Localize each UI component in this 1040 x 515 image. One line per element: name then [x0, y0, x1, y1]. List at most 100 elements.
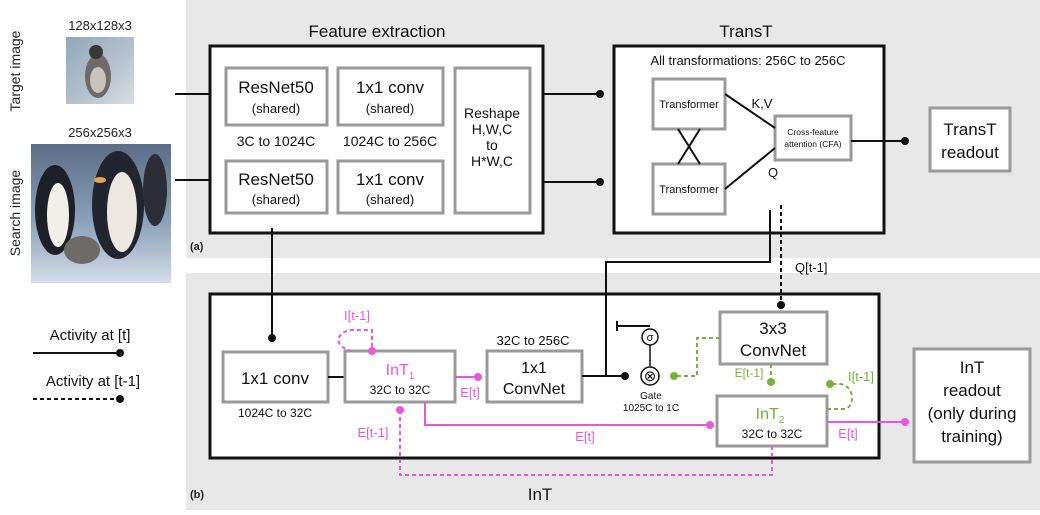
kv-line — [724, 93, 776, 129]
conv33-label-1: 3x3 — [759, 319, 786, 338]
conv33-to-gate-dashed — [674, 337, 720, 377]
int2-to-conv33-dot — [767, 378, 775, 386]
int1-to-convnet-dot — [474, 373, 482, 381]
convnet-caption: 32C to 256C — [497, 333, 570, 348]
transt-title: TransT — [719, 22, 772, 41]
int1-to-int2-line — [424, 402, 710, 426]
cfa-label-2: attention (CFA) — [784, 139, 841, 149]
cfa-label-1: Cross-feature — [787, 127, 839, 137]
reshape-line-3: to — [486, 137, 498, 153]
q-line — [724, 147, 776, 190]
transt-to-gate-line — [605, 210, 771, 375]
int-e-t-mid: E[t] — [575, 429, 595, 444]
conv1-box — [221, 350, 330, 404]
int1-recurrent-dot — [368, 347, 376, 355]
int1-caption: 32C to 32C — [370, 383, 431, 397]
features-to-transt-bottom-dot — [596, 178, 604, 186]
reshape-line-4: H*W,C — [471, 153, 513, 169]
int-readout-line-1: InT — [960, 358, 985, 377]
int2-e-prev: E[t-1] — [735, 366, 764, 380]
reshape-box — [453, 66, 532, 215]
panel-b-label: (b) — [190, 489, 204, 501]
int2-e-t: E[t] — [838, 426, 858, 441]
int1-to-int2-dot — [706, 421, 714, 429]
q-prev-dot — [777, 301, 785, 309]
transformer-top-label: Transformer — [659, 99, 719, 111]
cfa-box — [773, 114, 853, 162]
conv1-label: 1x1 conv — [241, 369, 310, 388]
conv-bottom-label: 1x1 conv — [356, 170, 425, 189]
target-image-label: Target image — [7, 30, 23, 111]
cross-line-2 — [677, 128, 701, 165]
int2-label: InT2 — [756, 406, 785, 426]
convnet-to-gate-dot — [621, 372, 629, 380]
resnet-top-box — [224, 66, 329, 127]
int1-i-prev: I[t-1] — [344, 308, 370, 323]
int2-recurrent-loop — [827, 383, 853, 410]
resnet-bottom-box — [224, 159, 329, 215]
transt-caption: All transformations: 256C to 256C — [650, 53, 845, 68]
reshape-line-1: Reshape — [464, 105, 520, 121]
int2-caption: 32C to 32C — [742, 427, 803, 441]
resnet-bottom-label: ResNet50 — [238, 170, 314, 189]
transformer-bottom-label: Transformer — [659, 184, 719, 196]
cfa-to-readout-dot — [901, 137, 909, 145]
conv1-caption: 1024C to 32C — [238, 406, 312, 420]
int-readout-box — [912, 347, 1032, 464]
kv-label: K,V — [752, 96, 773, 111]
int1-e-prev: E[t-1] — [357, 425, 388, 440]
resnet-top-label: ResNet50 — [238, 78, 314, 97]
q-label: Q — [768, 165, 778, 180]
int-readout-line-2: readout — [943, 381, 1001, 400]
reshape-line-2: H,W,C — [472, 121, 512, 137]
int-readout-line-4: training) — [941, 427, 1002, 446]
convnet-label-1: 1x1 — [521, 360, 547, 377]
feature-extraction-title: Feature extraction — [308, 22, 445, 41]
conv-top-label: 1x1 conv — [356, 78, 425, 97]
multiply-symbol: ⊗ — [644, 368, 657, 385]
int-readout-line-3: (only during — [928, 404, 1017, 423]
legend-activity-t1: Activity at [t-1] — [46, 373, 140, 390]
int2-recurrent-dot — [826, 380, 834, 388]
gate-label-1: Gate — [640, 391, 662, 402]
legend-solid-dot — [116, 349, 124, 357]
gate-label-2: 1025C to 1C — [623, 403, 679, 414]
multiply-node — [640, 366, 660, 386]
resnet-top-sub: (shared) — [252, 101, 300, 116]
transformer-bottom-box — [651, 162, 727, 216]
conv-top-box — [336, 66, 445, 127]
features-to-transt-top-dot — [596, 90, 604, 98]
int-title: InT — [528, 485, 553, 504]
conv-bottom-sub: (shared) — [366, 192, 414, 207]
transformer-top-box — [651, 77, 727, 131]
int2-to-readout-dot — [901, 418, 909, 426]
resnet-to-conv1-dot — [268, 334, 276, 342]
legend-dashed-dot — [116, 395, 124, 403]
target-size-label: 128x128x3 — [68, 18, 132, 33]
search-size-label: 256x256x3 — [68, 125, 132, 140]
convnet-label-2: ConvNet — [503, 381, 566, 398]
conv33-to-gate-dot — [670, 372, 678, 380]
int1-label: InT1 — [386, 362, 415, 382]
transt-readout-box — [928, 106, 1012, 173]
int1-e-t: E[t] — [460, 385, 480, 400]
q-prev-label: Q[t-1] — [795, 260, 828, 275]
search-image-label: Search image — [7, 170, 23, 257]
transt-readout-line-2: readout — [941, 143, 999, 162]
conv33-label-2: ConvNet — [740, 341, 806, 360]
int1-recurrent-loop — [337, 328, 373, 352]
transt-readout-line-1: TransT — [943, 120, 996, 139]
int1-box — [343, 349, 457, 404]
conv-top-sub: (shared) — [366, 101, 414, 116]
conv-caption: 1024C to 256C — [343, 133, 437, 149]
search-image — [31, 144, 171, 283]
int2-to-int1-dashed — [399, 410, 773, 476]
panel-a-label: (a) — [190, 241, 204, 253]
resnet-bottom-sub: (shared) — [252, 192, 300, 207]
sigma-symbol: σ — [647, 332, 654, 344]
target-image — [66, 37, 134, 104]
int2-to-int1-dot — [396, 406, 404, 414]
resnet-caption: 3C to 1024C — [237, 133, 316, 149]
legend-activity-t: Activity at [t] — [50, 327, 131, 344]
